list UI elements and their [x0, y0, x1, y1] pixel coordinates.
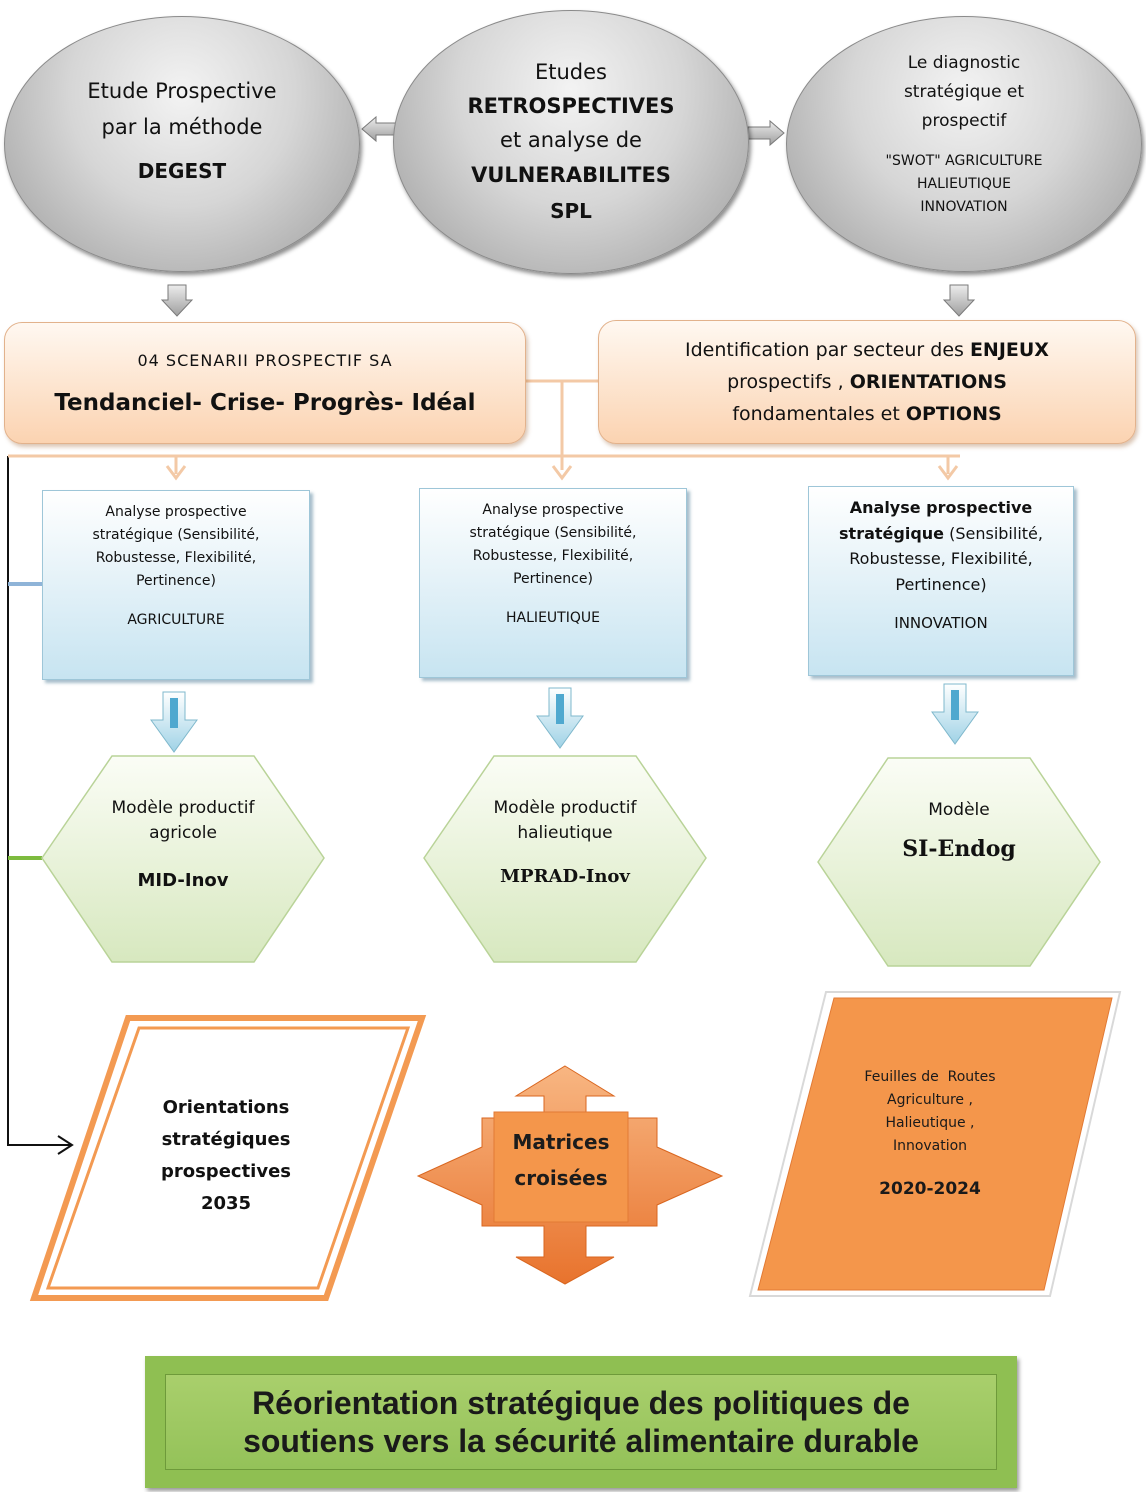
model-innovation-text: Modèle SI-Endog — [848, 798, 1070, 862]
orientations-line3: prospectives — [160, 1161, 292, 1182]
right-down-gray-arrow — [942, 284, 976, 317]
analysis-3-line3: Robustesse, Flexibilité, — [849, 549, 1033, 568]
roadmap-parallelogram — [757, 997, 1113, 1291]
analysis-3-line4: Pertinence) — [895, 574, 987, 594]
left-connector-arrowhead — [57, 1135, 74, 1155]
circle-degest: Etude Prospective par la méthode DEGEST — [4, 16, 360, 272]
analysis-2-line4: Pertinence) — [513, 571, 593, 587]
roadmap-years: 2020-2024 — [879, 1179, 981, 1199]
roadmap-line3: Halieutique , — [885, 1115, 975, 1131]
model-1-name: MID-Inov — [137, 870, 229, 891]
orientations-line1: Orientations — [162, 1097, 290, 1118]
orientations-parallelogram-inner — [45, 1026, 411, 1290]
circle-diag-sub2: HALIEUTIQUE — [917, 176, 1011, 192]
circle-degest-bold: DEGEST — [137, 159, 227, 183]
model-2-name: MPRAD-Inov — [500, 866, 630, 887]
circle-retro-line2: et analyse de — [500, 128, 642, 152]
circle-diag-line2: stratégique et — [903, 82, 1025, 102]
hexagon-innovation — [817, 757, 1101, 967]
analysis-box-agriculture: Analyse prospective stratégique (Sensibi… — [42, 490, 310, 680]
model-agricole-text: Modèle productif agricole MID-Inov — [72, 796, 294, 893]
identification-options: OPTIONS — [905, 403, 1002, 425]
orientations-year: 2035 — [200, 1193, 252, 1214]
roadmap-line1: Feuilles de Routes — [864, 1069, 996, 1085]
conclusion-line1: Réorientation stratégique des politiques… — [252, 1385, 910, 1421]
identification-enjeux: ENJEUX — [969, 339, 1049, 361]
identification-box: Identification par secteur des ENJEUX pr… — [598, 320, 1136, 444]
model-2-line1: Modèle productif — [493, 798, 637, 818]
right-drop-arrowhead — [937, 465, 959, 481]
left-gray-arrow — [361, 115, 397, 143]
hexagon-agricole — [41, 755, 325, 963]
model-1-line1: Modèle productif — [111, 798, 255, 818]
circle-diag-sub1: "SWOT" AGRICULTURE — [885, 153, 1043, 169]
identification-orientations: ORIENTATIONS — [849, 371, 1007, 393]
analysis-2-line1: Analyse prospective — [482, 502, 624, 518]
analysis-1-line2: stratégique (Sensibilité, — [92, 527, 260, 543]
scenarios-bold: Tendanciel- Crise- Progrès- Idéal — [54, 390, 476, 416]
analysis-box-innovation: Analyse prospective stratégique (Sensibi… — [808, 486, 1074, 676]
identification-line1-text: Identification par secteur des — [685, 339, 970, 361]
roadmap-line4: Innovation — [892, 1138, 968, 1154]
model-halieutique-text: Modèle productif halieutique MPRAD-Inov — [454, 796, 676, 889]
analysis-2-line2: stratégique (Sensibilité, — [469, 525, 637, 541]
analysis-3-sector: INNOVATION — [894, 614, 988, 632]
center-drop-arrowhead — [551, 465, 573, 481]
scenarios-box: 04 SCENARII PROSPECTIF SA Tendanciel- Cr… — [4, 322, 526, 444]
analysis-box-halieutique: Analyse prospective stratégique (Sensibi… — [419, 488, 687, 678]
model-2-line2: halieutique — [517, 823, 613, 843]
analysis-3-line1: Analyse prospective — [849, 498, 1033, 517]
circle-diagnostic: Le diagnostic stratégique et prospectif … — [786, 16, 1142, 272]
analysis-1-line4: Pertinence) — [136, 573, 216, 589]
left-down-gray-arrow — [160, 284, 194, 317]
matrices-line2: croisées — [514, 1166, 608, 1190]
left-drop-arrowhead — [165, 465, 187, 481]
analysis-2-sector: HALIEUTIQUE — [506, 610, 600, 626]
circle-retro-line1: Etudes — [534, 60, 607, 84]
analysis-3-line2-text: (Sensibilité, — [944, 523, 1043, 543]
down-blue-arrow-3-core — [951, 690, 959, 720]
orientations-line2: stratégiques — [161, 1129, 291, 1150]
down-blue-arrow-2-core — [556, 694, 564, 724]
model-1-line2: agricole — [149, 823, 217, 843]
analysis-3-line2: stratégique (Sensibilité, — [809, 521, 1073, 547]
identification-line3-text: fondamentales et — [732, 403, 906, 425]
circle-diag-sub3: INNOVATION — [920, 199, 1008, 215]
circle-retro-bold2: VULNERABILITES — [471, 163, 671, 187]
orientations-text: Orientations stratégiques prospectives 2… — [140, 1092, 312, 1220]
identification-line3: fondamentales et OPTIONS — [732, 398, 1001, 430]
right-gray-arrow — [747, 119, 785, 147]
left-connector-line — [7, 456, 70, 1146]
identification-line1: Identification par secteur des ENJEUX — [685, 334, 1049, 366]
matrices-text: Matrices croisées — [494, 1124, 628, 1196]
down-blue-arrow-1-core — [170, 698, 178, 728]
circle-diag-line3: prospectif — [921, 111, 1007, 131]
circle-diag-line1: Le diagnostic — [907, 53, 1021, 73]
conclusion-banner-inner: Réorientation stratégique des politiques… — [165, 1374, 997, 1470]
circle-retro-bold3: SPL — [550, 199, 592, 223]
circle-degest-line2: par la méthode — [101, 115, 263, 139]
identification-line2-text: prospectifs , — [727, 371, 850, 393]
analysis-1-sector: AGRICULTURE — [127, 612, 225, 628]
scenarios-label: 04 SCENARII PROSPECTIF SA — [137, 351, 393, 370]
matrices-center-box — [493, 1111, 629, 1223]
analysis-3-line2-bold: stratégique — [839, 523, 945, 543]
analysis-1-line1: Analyse prospective — [105, 504, 247, 520]
model-3-line1: Modèle — [928, 800, 990, 820]
analysis-1-line3: Robustesse, Flexibilité, — [95, 550, 257, 566]
analysis-2-line3: Robustesse, Flexibilité, — [472, 548, 634, 564]
conclusion-line2: soutiens vers la sécurité alimentaire du… — [243, 1423, 919, 1459]
circle-degest-line1: Etude Prospective — [87, 79, 277, 103]
roadmap-line2: Agriculture , — [887, 1092, 973, 1108]
conclusion-banner: Réorientation stratégique des politiques… — [145, 1356, 1017, 1488]
matrices-line1: Matrices — [512, 1130, 610, 1154]
identification-line2: prospectifs , ORIENTATIONS — [727, 366, 1007, 398]
roadmap-text: Feuilles de Routes Agriculture , Halieut… — [832, 1066, 1028, 1201]
model-3-name: SI-Endog — [902, 836, 1016, 862]
circle-retro-bold1: RETROSPECTIVES — [467, 94, 675, 118]
circle-retrospectives: Etudes RETROSPECTIVES et analyse de VULN… — [393, 10, 749, 274]
hexagon-halieutique — [423, 755, 707, 963]
